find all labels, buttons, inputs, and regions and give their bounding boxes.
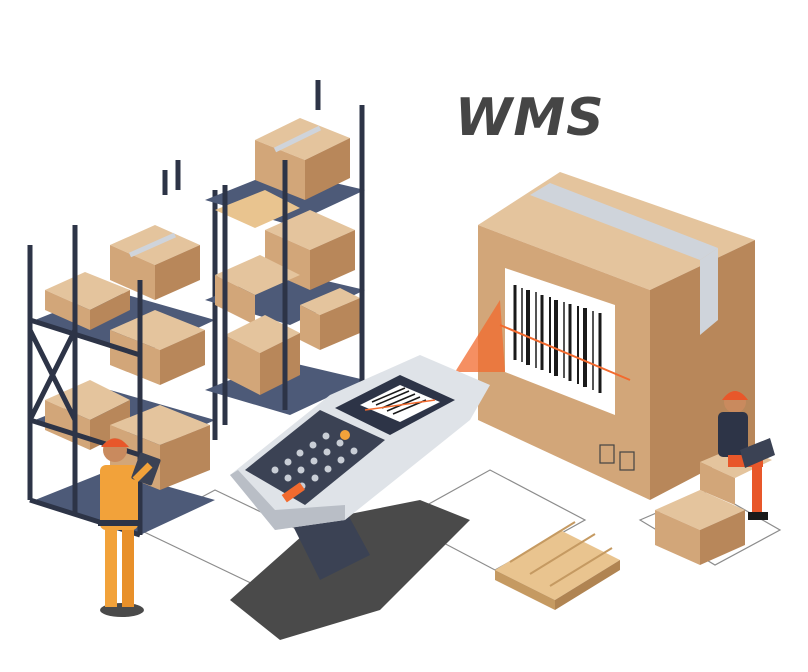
- worker-with-laptop: [718, 391, 775, 520]
- box-group: [215, 118, 360, 395]
- large-shipping-box: [478, 172, 755, 500]
- helmet-icon: [101, 438, 129, 447]
- box-group: [45, 225, 200, 330]
- worker-with-tablet: [98, 438, 161, 617]
- wms-title: WMS: [455, 88, 605, 148]
- barcode-label: [505, 268, 615, 415]
- scanner-shadow: [230, 500, 470, 640]
- handheld-scanner: [230, 355, 490, 580]
- helmet-icon: [722, 391, 748, 400]
- warehouse-rack-right: [162, 80, 365, 425]
- barcode-icon: [513, 285, 602, 393]
- scan-laser-beam: [455, 300, 505, 372]
- wooden-pallet: [495, 521, 620, 610]
- fragile-symbol-icon: [599, 444, 635, 471]
- warehouse-rack-left: [27, 190, 218, 538]
- laptop-icon: [740, 438, 775, 468]
